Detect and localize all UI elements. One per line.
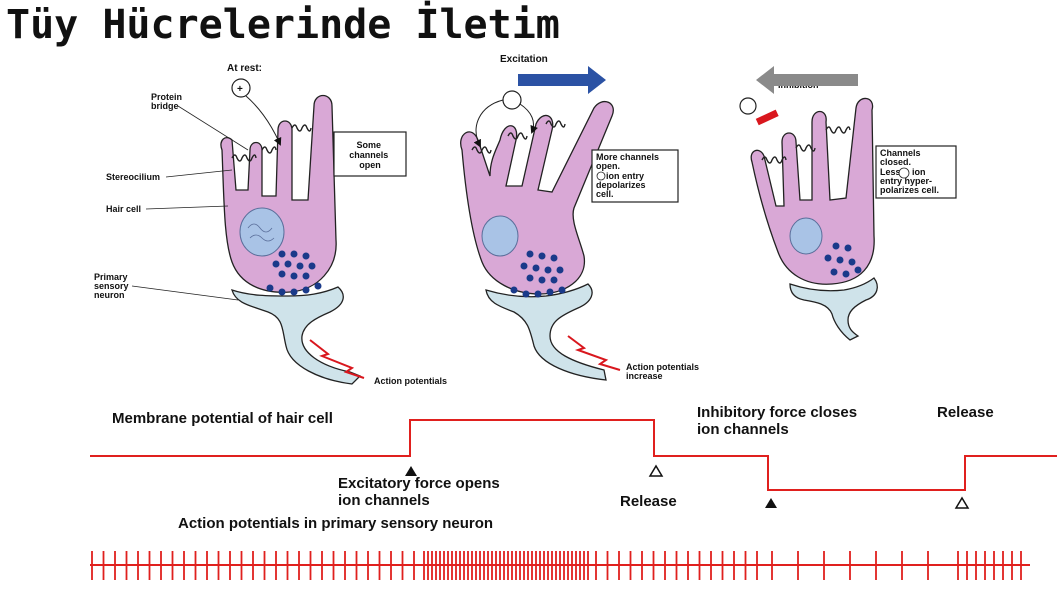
svg-text:Some channels open: Some channels open <box>349 140 391 170</box>
excitatory-force-label: Excitatory force opens ion channels <box>338 475 504 509</box>
svg-text:+: + <box>237 84 243 95</box>
vesicles <box>266 250 322 296</box>
primary-sensory-neuron <box>231 286 362 385</box>
action-potential-bolt <box>567 335 621 371</box>
action-potentials-neuron-label: Action potentials in primary sensory neu… <box>178 515 493 532</box>
svg-text:Channels closed. L: Channels closed. Less ion entry hyper- p… <box>880 148 939 195</box>
nucleus <box>789 217 823 255</box>
excite-trigger-marker <box>405 466 417 476</box>
action-potentials-increase-label: Action potentials increase <box>626 362 702 381</box>
nucleus <box>239 207 285 257</box>
release-marker <box>954 496 970 509</box>
block-bar <box>755 109 779 126</box>
vesicles <box>824 242 862 278</box>
excitation-info-box <box>591 149 679 203</box>
svg-text:More channels open.: More channels open. ion entry depolarize… <box>596 152 662 199</box>
rest-info-box <box>333 131 407 177</box>
ion-circle <box>502 90 522 110</box>
membrane-potential-trace <box>90 419 1057 491</box>
panel-inhibition: Inhibition Channels closed. Less ion ent… <box>739 66 957 341</box>
inhibitory-force-label: Inhibitory force closes ion channels <box>697 404 861 438</box>
ion-circle <box>231 78 251 98</box>
excitation-heading: Excitation <box>500 54 548 65</box>
primary-sensory-neuron <box>485 283 607 381</box>
inhibition-info-box <box>875 145 957 199</box>
action-potentials-label: Action potentials <box>374 376 447 386</box>
at-rest-heading: At rest: <box>227 63 262 74</box>
protein-bridge-spring <box>231 154 257 162</box>
primary-sensory-neuron <box>789 277 878 341</box>
membrane-potential-label: Membrane potential of hair cell <box>112 410 333 427</box>
page-title: Tüy Hücrelerinde İletim <box>6 2 560 48</box>
excitation-arrow <box>518 66 606 94</box>
action-potential-spike-train <box>90 551 1030 580</box>
stereocilium-label: Stereocilium <box>106 172 160 182</box>
action-potential-bolt <box>309 339 365 379</box>
vesicles <box>510 250 566 298</box>
panel-excitation: Excitation More channels open. ion entry… <box>460 54 702 381</box>
release-label-mid: Release <box>620 493 677 510</box>
protein-bridge-label: Protein bridge <box>151 92 185 111</box>
inhibit-trigger-marker <box>765 498 777 508</box>
panel-at-rest: At rest: + Protein bridge Stereocilium H… <box>94 63 447 386</box>
inhibition-arrow <box>756 66 858 94</box>
nucleus <box>481 215 519 257</box>
primary-neuron-label: Primary sensory neuron <box>94 272 131 300</box>
hair-cell-body <box>750 97 875 285</box>
hair-cell-label: Hair cell <box>106 204 141 214</box>
release-marker <box>648 464 664 477</box>
release-label-right: Release <box>937 404 994 421</box>
ion-circle <box>739 97 757 115</box>
